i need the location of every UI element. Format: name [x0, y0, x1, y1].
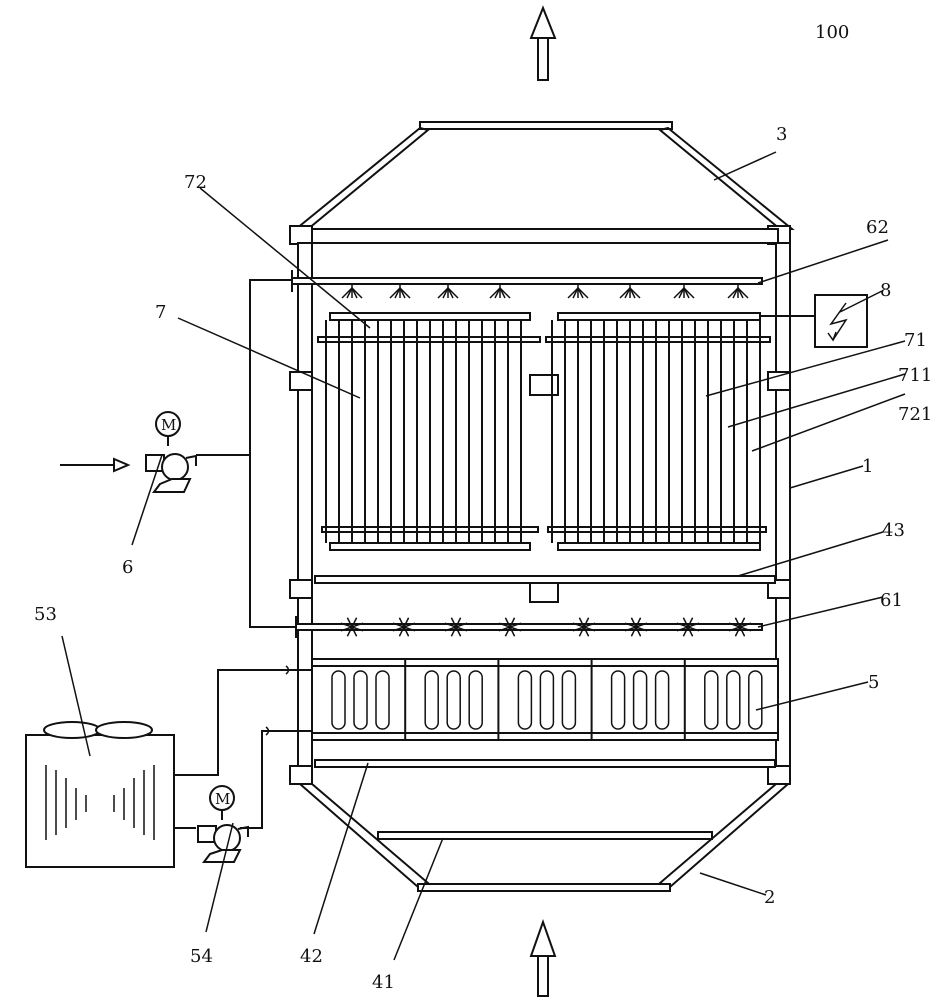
- cooling-water-piping: [174, 665, 312, 829]
- label-711: 711: [898, 365, 932, 386]
- figure-number: 100: [815, 22, 849, 43]
- outlet-arrow: [529, 5, 557, 81]
- hx-segment: [590, 659, 670, 740]
- spray-nozzle: [498, 617, 522, 637]
- label-71: 71: [904, 330, 927, 351]
- label-72: 72: [184, 172, 207, 193]
- pump-54: M: [197, 785, 249, 863]
- spray-nozzle: [728, 617, 752, 637]
- cooling-tower: [25, 721, 175, 868]
- hx-segment: [331, 670, 390, 730]
- plate-43: [314, 575, 776, 584]
- pump-6-piping: [60, 279, 296, 628]
- label-53: 53: [34, 604, 57, 625]
- flanges: [289, 371, 791, 785]
- label-7: 7: [155, 302, 166, 323]
- electrode-module: [317, 312, 771, 551]
- label-62: 62: [866, 217, 889, 238]
- top-nozzles: [341, 284, 749, 299]
- label-42: 42: [300, 946, 323, 967]
- hx-segment: [497, 659, 577, 740]
- bottom-hood: [297, 783, 791, 892]
- label-8: 8: [880, 280, 891, 301]
- spray-nozzle: [676, 617, 700, 637]
- hx-segment: [683, 659, 763, 740]
- pump-54-motor-label: M: [215, 790, 230, 808]
- label-61: 61: [880, 590, 903, 611]
- spray-nozzle: [444, 617, 468, 637]
- spray-nozzle: [673, 284, 695, 299]
- plate-42: [314, 759, 776, 768]
- label-5: 5: [868, 672, 879, 693]
- label-54: 54: [190, 946, 213, 967]
- label-43: 43: [882, 520, 905, 541]
- leader-lines: [61, 151, 906, 961]
- label-41: 41: [372, 972, 395, 993]
- label-2: 2: [764, 887, 775, 908]
- top-hood: [289, 121, 795, 245]
- label-1: 1: [862, 456, 873, 477]
- heat-exchanger: [311, 658, 779, 741]
- heat-exchanger-segments: [331, 659, 763, 740]
- spray-nozzle: [392, 617, 416, 637]
- spray-nozzle: [437, 284, 459, 299]
- label-721: 721: [898, 404, 932, 425]
- pump-6: M: [145, 411, 197, 493]
- label-6: 6: [122, 557, 133, 578]
- spray-nozzle: [489, 284, 511, 299]
- spray-nozzle: [567, 284, 589, 299]
- electrode-plates: [325, 320, 761, 543]
- label-3: 3: [776, 124, 787, 145]
- spray-nozzle: [340, 617, 364, 637]
- spray-nozzle: [389, 284, 411, 299]
- hx-segment: [404, 659, 483, 740]
- inlet-arrow: [529, 918, 557, 997]
- spray-nozzle: [624, 617, 648, 637]
- spray-nozzle: [341, 284, 363, 299]
- lower-nozzles: [340, 617, 752, 637]
- top-spray-pipe: [291, 270, 763, 292]
- plate-41: [377, 831, 713, 840]
- pump-6-motor-label: M: [161, 416, 176, 434]
- spray-nozzle: [727, 284, 749, 299]
- spray-nozzle: [572, 617, 596, 637]
- spray-nozzle: [619, 284, 641, 299]
